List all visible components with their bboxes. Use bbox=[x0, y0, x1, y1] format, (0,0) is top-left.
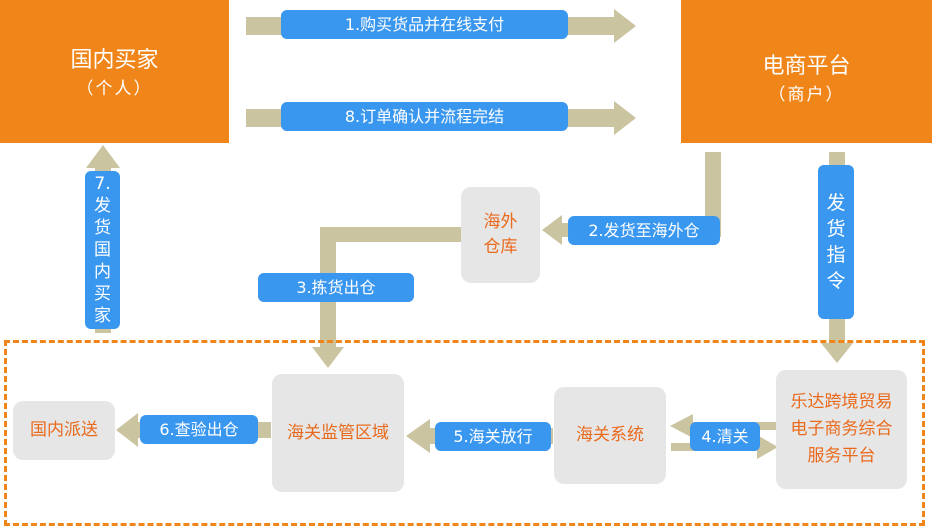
platform-subtitle: （商户） bbox=[768, 85, 845, 105]
overseas-warehouse-node: 海外 仓库 bbox=[461, 187, 540, 283]
step2-label: 2.发货至海外仓 bbox=[568, 216, 720, 245]
step5-label: 5.海关放行 bbox=[435, 422, 551, 451]
domestic-delivery-node: 国内派送 bbox=[13, 401, 115, 460]
platform-box: 电商平台 （商户） bbox=[681, 0, 932, 143]
shipping-order-char: 指 bbox=[826, 244, 846, 266]
leda-platform-node: 乐达跨境贸易 电子商务综合 服务平台 bbox=[776, 370, 907, 489]
step3-label: 3.拣货出仓 bbox=[258, 273, 414, 302]
step7-char: 内 bbox=[94, 262, 111, 282]
leda-platform-line: 服务平台 bbox=[807, 446, 876, 466]
shipping-order-char: 货 bbox=[826, 218, 846, 240]
step7-char: 买 bbox=[94, 284, 111, 304]
buyer-title: 国内买家 bbox=[70, 48, 159, 73]
leda-platform-line: 乐达跨境贸易 bbox=[790, 392, 893, 412]
step7-char: 家 bbox=[94, 306, 111, 326]
customs-area-node: 海关监管区域 bbox=[272, 374, 404, 492]
customs-system-node: 海关系统 bbox=[554, 387, 666, 484]
shipping-order-char: 令 bbox=[826, 270, 846, 292]
buyer-box: 国内买家 （个人） bbox=[0, 0, 229, 143]
buyer-subtitle: （个人） bbox=[76, 79, 153, 99]
arrow-step3 bbox=[312, 227, 462, 368]
overseas-warehouse-line: 海外 bbox=[483, 212, 518, 232]
overseas-warehouse-line: 仓库 bbox=[483, 237, 518, 257]
step7-char: 货 bbox=[94, 218, 111, 238]
shipping-order-label: 发 货 指 令 bbox=[818, 165, 854, 319]
step7-label: 7. 发 货 国 内 买 家 bbox=[85, 171, 120, 329]
leda-platform-line: 电子商务综合 bbox=[790, 419, 893, 439]
step7-char: 国 bbox=[94, 240, 111, 260]
domestic-delivery-label: 国内派送 bbox=[30, 420, 98, 440]
bonded-zone-border bbox=[4, 340, 925, 526]
step4-label: 4.清关 bbox=[690, 422, 760, 451]
step1-label: 1.购买货品并在线支付 bbox=[281, 10, 568, 39]
platform-title: 电商平台 bbox=[762, 54, 851, 79]
step7-char: 7. bbox=[94, 174, 111, 194]
step6-label: 6.查验出仓 bbox=[140, 415, 258, 444]
step7-char: 发 bbox=[94, 196, 111, 216]
customs-area-label: 海关监管区域 bbox=[287, 422, 389, 443]
step8-label: 8.订单确认并流程完结 bbox=[281, 102, 568, 131]
customs-system-label: 海关系统 bbox=[576, 425, 644, 445]
shipping-order-char: 发 bbox=[826, 192, 846, 214]
